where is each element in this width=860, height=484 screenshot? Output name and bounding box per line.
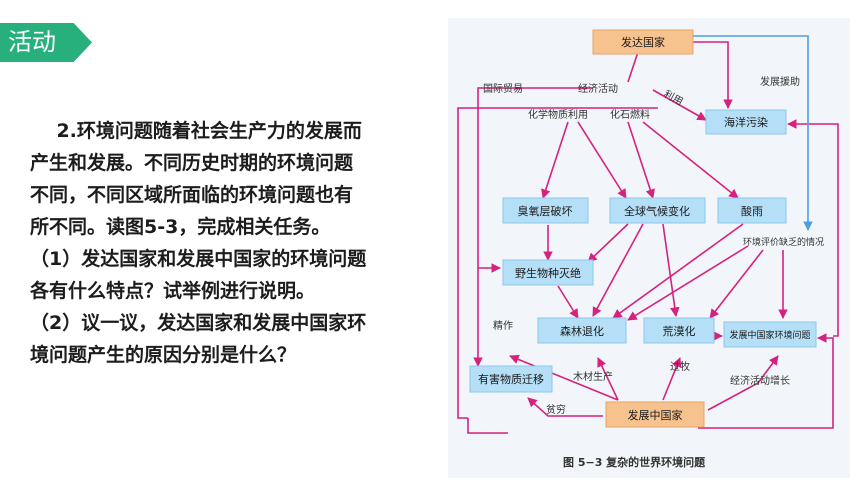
arrow-eia-desert <box>709 249 764 319</box>
box-climate <box>609 197 706 224</box>
arrow-chem-ozone <box>541 121 569 199</box>
arrow-chem-climate <box>577 121 627 199</box>
arrow-developed-economy <box>627 51 639 83</box>
box-desert <box>643 317 715 344</box>
box-ocean-label: 海洋污染 <box>724 115 768 129</box>
label-farming: 精作 <box>493 319 513 332</box>
loop-right-ocean <box>787 119 839 337</box>
arrow-developing-hazard <box>527 397 603 417</box>
text-line: （1）发达国家和发展中国家的环境问题 <box>30 248 367 270</box>
label-economy: 经济活动 <box>578 82 618 95</box>
arrow-acid-forest <box>612 223 744 319</box>
arrow-aid <box>693 35 813 231</box>
label-eia: 环境评价缺乏的情况 <box>743 236 824 248</box>
box-developing <box>605 401 705 428</box>
arrow-climate-wildlife <box>587 223 629 263</box>
label-timber: 木材生产 <box>573 370 613 383</box>
text-line: （2）议一议，发达国家和发展中国家环 <box>30 312 367 334</box>
box-ozone-label: 臭氧层破坏 <box>518 204 573 218</box>
box-ocean <box>705 109 787 135</box>
loop-left <box>457 107 658 419</box>
box-developed <box>592 29 694 55</box>
loop-bottom-right <box>698 333 834 429</box>
environment-diagram: 发达国家 海洋污染 臭氧层破坏 全球气候变化 酸雨 野生物种灭绝 森林退化 荒漠… <box>448 18 850 478</box>
box-hazard-label: 有害物质迁移 <box>478 372 544 386</box>
arrow-wildlife-forest <box>557 285 579 319</box>
arrows <box>457 41 839 434</box>
box-developing-label: 发展中国家 <box>628 408 683 422</box>
box-climate-label: 全球气候变化 <box>624 204 690 218</box>
arrow-developed-ocean <box>693 41 733 109</box>
loop-bottom-left <box>467 418 508 434</box>
box-ozone <box>502 197 589 224</box>
label-growth: 经济活动增长 <box>730 374 790 387</box>
boxes: 发达国家 海洋污染 臭氧层破坏 全球气候变化 酸雨 野生物种灭绝 森林退化 荒漠… <box>469 29 817 428</box>
arrow-climate-desert <box>662 223 680 317</box>
label-chem: 化学物质利用 <box>528 108 588 121</box>
label-trade: 国际贸易 <box>483 83 523 95</box>
text-line: 2.环境问题随着社会生产力的发展而 <box>30 120 362 142</box>
task-text: 2.环境问题随着社会生产力的发展而 产生和发展。不同历史时期的环境问题 不同，不… <box>30 115 435 371</box>
box-forest-label: 森林退化 <box>560 324 604 338</box>
arrow-economy-ocean <box>652 89 707 121</box>
box-hazard <box>469 365 553 393</box>
arrow-developing-forest <box>597 357 619 401</box>
text-line: 产生和发展。不同历史时期的环境问题 <box>30 152 354 174</box>
box-developed-label: 发达国家 <box>621 35 665 49</box>
text-line: 不同，不同区域所面临的环境问题也有 <box>30 184 354 206</box>
box-forest <box>537 317 627 344</box>
text-line: 各有什么特点？试举例进行说明。 <box>30 280 316 302</box>
arrow-eia-forest <box>627 245 749 321</box>
aid-arrows <box>693 35 813 231</box>
arrow-fossil-acid <box>642 121 739 199</box>
label-graze: 过牧 <box>670 360 690 373</box>
box-dev-problem-label: 发展中国家环境问题 <box>729 329 810 341</box>
arrow-developing-desert <box>662 357 682 401</box>
arrow-climate-forest <box>592 223 644 317</box>
box-acid <box>717 197 787 224</box>
label-aid: 发展援助 <box>760 75 800 88</box>
label-use: 利用 <box>662 88 685 108</box>
arrow-farming <box>509 354 619 401</box>
arrow-developing-problem <box>707 355 779 411</box>
box-wildlife-label: 野生物种灭绝 <box>515 266 581 280</box>
activity-tag: 活动 <box>0 23 92 62</box>
text-line: 境问题产生的原因分别是什么？ <box>30 344 297 366</box>
label-fossil: 化石燃料 <box>610 108 650 121</box>
arrow-fossil-climate <box>627 121 655 199</box>
box-dev-problem <box>723 321 817 348</box>
edge-labels: 国际贸易 经济活动 利用 发展援助 化学物质利用 化石燃料 环境评价缺乏的情况 … <box>483 75 824 416</box>
figure-caption: 图 5−3 复杂的世界环境问题 <box>563 455 706 469</box>
text-line: 所不同。读图5-3，完成相关任务。 <box>30 216 331 238</box>
label-poverty: 贫穷 <box>546 403 566 416</box>
arrow-trade-hazard <box>473 87 593 367</box>
box-wildlife <box>502 259 594 286</box>
box-desert-label: 荒漠化 <box>663 324 696 338</box>
box-acid-label: 酸雨 <box>741 204 763 218</box>
activity-tag-label: 活动 <box>8 28 56 56</box>
diagram-svg: 发达国家 海洋污染 臭氧层破坏 全球气候变化 酸雨 野生物种灭绝 森林退化 荒漠… <box>457 29 839 469</box>
